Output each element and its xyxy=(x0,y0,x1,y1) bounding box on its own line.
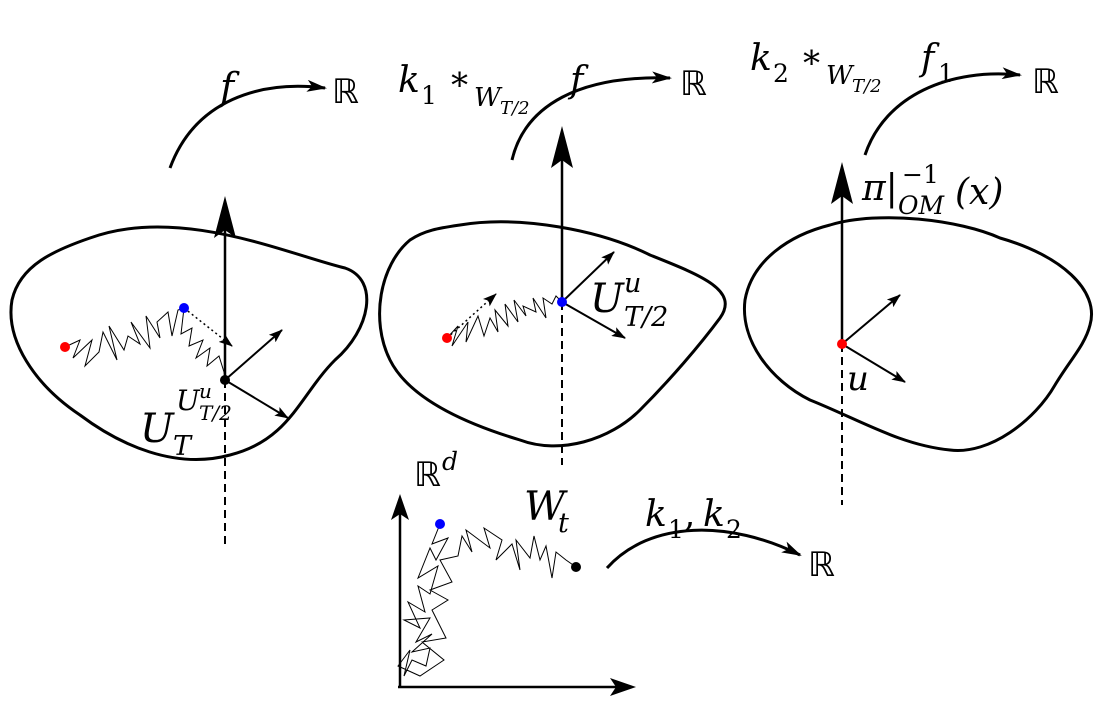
label-R-3: ℝ xyxy=(1032,62,1059,102)
frame-2-vector-a xyxy=(561,251,615,303)
label-pi-arg: (x) xyxy=(955,172,1003,213)
end-point-black-1 xyxy=(220,375,230,385)
label-k12-k1: k xyxy=(645,494,667,535)
label-pi-sup: −1 xyxy=(902,160,939,189)
label-Rd: ℝ xyxy=(414,455,441,495)
map-arrow-k1-conv xyxy=(510,71,672,161)
dotted-tangent-2 xyxy=(446,293,497,339)
frame-3-vector-a xyxy=(841,294,901,345)
label-UT-sup-U: U xyxy=(176,384,201,417)
label-f1: f xyxy=(918,38,940,79)
label-W-2: W xyxy=(826,61,855,91)
fiber-2-arrowhead xyxy=(551,126,573,168)
frame-2-vector-b xyxy=(561,301,626,339)
label-k2: k xyxy=(750,38,772,79)
fiber-1-arrowhead xyxy=(214,196,236,238)
label-W-2-sub: T/2 xyxy=(852,76,882,97)
brownian-path-euclidean xyxy=(397,523,577,677)
end-point-black-euclidean xyxy=(571,562,581,572)
panel-1: f ℝ U T U u T/2 xyxy=(9,65,369,545)
label-Wt-sub: t xyxy=(558,508,569,539)
start-point-red-2 xyxy=(442,333,452,343)
map-arrow-k2-conv xyxy=(863,67,1022,156)
label-UT-sub: T xyxy=(173,431,193,462)
label-k12-comma: , xyxy=(684,494,695,535)
map-arrow-f xyxy=(168,79,327,169)
manifold-3-outline xyxy=(742,216,1093,452)
label-f1-sub: 1 xyxy=(938,59,954,88)
label-pi: π| xyxy=(861,168,898,209)
axis-vertical-arrowhead xyxy=(391,494,409,520)
panel-2: k 1 ∗ W T/2 f ℝ U u T/2 xyxy=(378,59,727,465)
start-point-blue-euclidean xyxy=(435,519,445,529)
start-point-red-1 xyxy=(60,342,70,352)
label-u: u xyxy=(847,359,869,399)
label-R-1: ℝ xyxy=(332,72,359,112)
label-R-2: ℝ xyxy=(680,64,707,104)
brownian-path-1 xyxy=(64,307,226,381)
fiber-3-arrowhead xyxy=(831,162,853,204)
label-UT: U xyxy=(140,406,175,452)
label-UT-sup-U-sup: u xyxy=(199,379,212,403)
label-k12-sub1: 1 xyxy=(668,515,684,544)
label-k1: k xyxy=(398,60,420,101)
dotted-tangent-1 xyxy=(183,307,233,347)
label-star-1: ∗ xyxy=(448,59,471,99)
panel-bottom: ℝ d W t k 1 , k 2 ℝ xyxy=(391,447,835,696)
label-U-T2-sup: u xyxy=(624,268,641,299)
label-W-1-sub: T/2 xyxy=(500,98,530,119)
manifold-1-outline xyxy=(9,225,369,461)
map-arrow-k1-k2 xyxy=(605,528,802,570)
frame-3-vector-b xyxy=(841,343,906,383)
frame-1-vector-a xyxy=(224,329,283,381)
label-k2-sub: 2 xyxy=(773,59,789,88)
frame-1-vector-b xyxy=(224,379,289,419)
label-pi-sub: OM xyxy=(898,191,945,220)
label-U-T2: U xyxy=(590,276,625,322)
label-UT-sup-U-sub: T/2 xyxy=(199,401,232,425)
label-k1-sub: 1 xyxy=(421,81,437,110)
label-k12-k2: k xyxy=(703,494,725,535)
label-star-2: ∗ xyxy=(800,37,823,77)
label-Wt: W xyxy=(524,484,568,530)
brownian-path-2 xyxy=(446,295,563,347)
panel-3: k 2 ∗ W T/2 f 1 ℝ π| −1 OM (x) u xyxy=(742,37,1093,505)
axis-horizontal-arrowhead xyxy=(610,678,636,696)
label-Rd-sup: d xyxy=(442,447,458,476)
label-k12-sub2: 2 xyxy=(726,515,742,544)
point-red-3 xyxy=(837,339,847,349)
label-U-T2-sub: T/2 xyxy=(624,302,668,333)
label-f: f xyxy=(217,65,240,109)
label-R-4: ℝ xyxy=(808,545,835,585)
manifold-2-outline xyxy=(378,220,727,448)
mid-point-blue-1 xyxy=(179,303,189,313)
label-f-2: f xyxy=(567,60,589,101)
end-point-blue-2 xyxy=(557,297,567,307)
label-W-1: W xyxy=(474,83,503,113)
